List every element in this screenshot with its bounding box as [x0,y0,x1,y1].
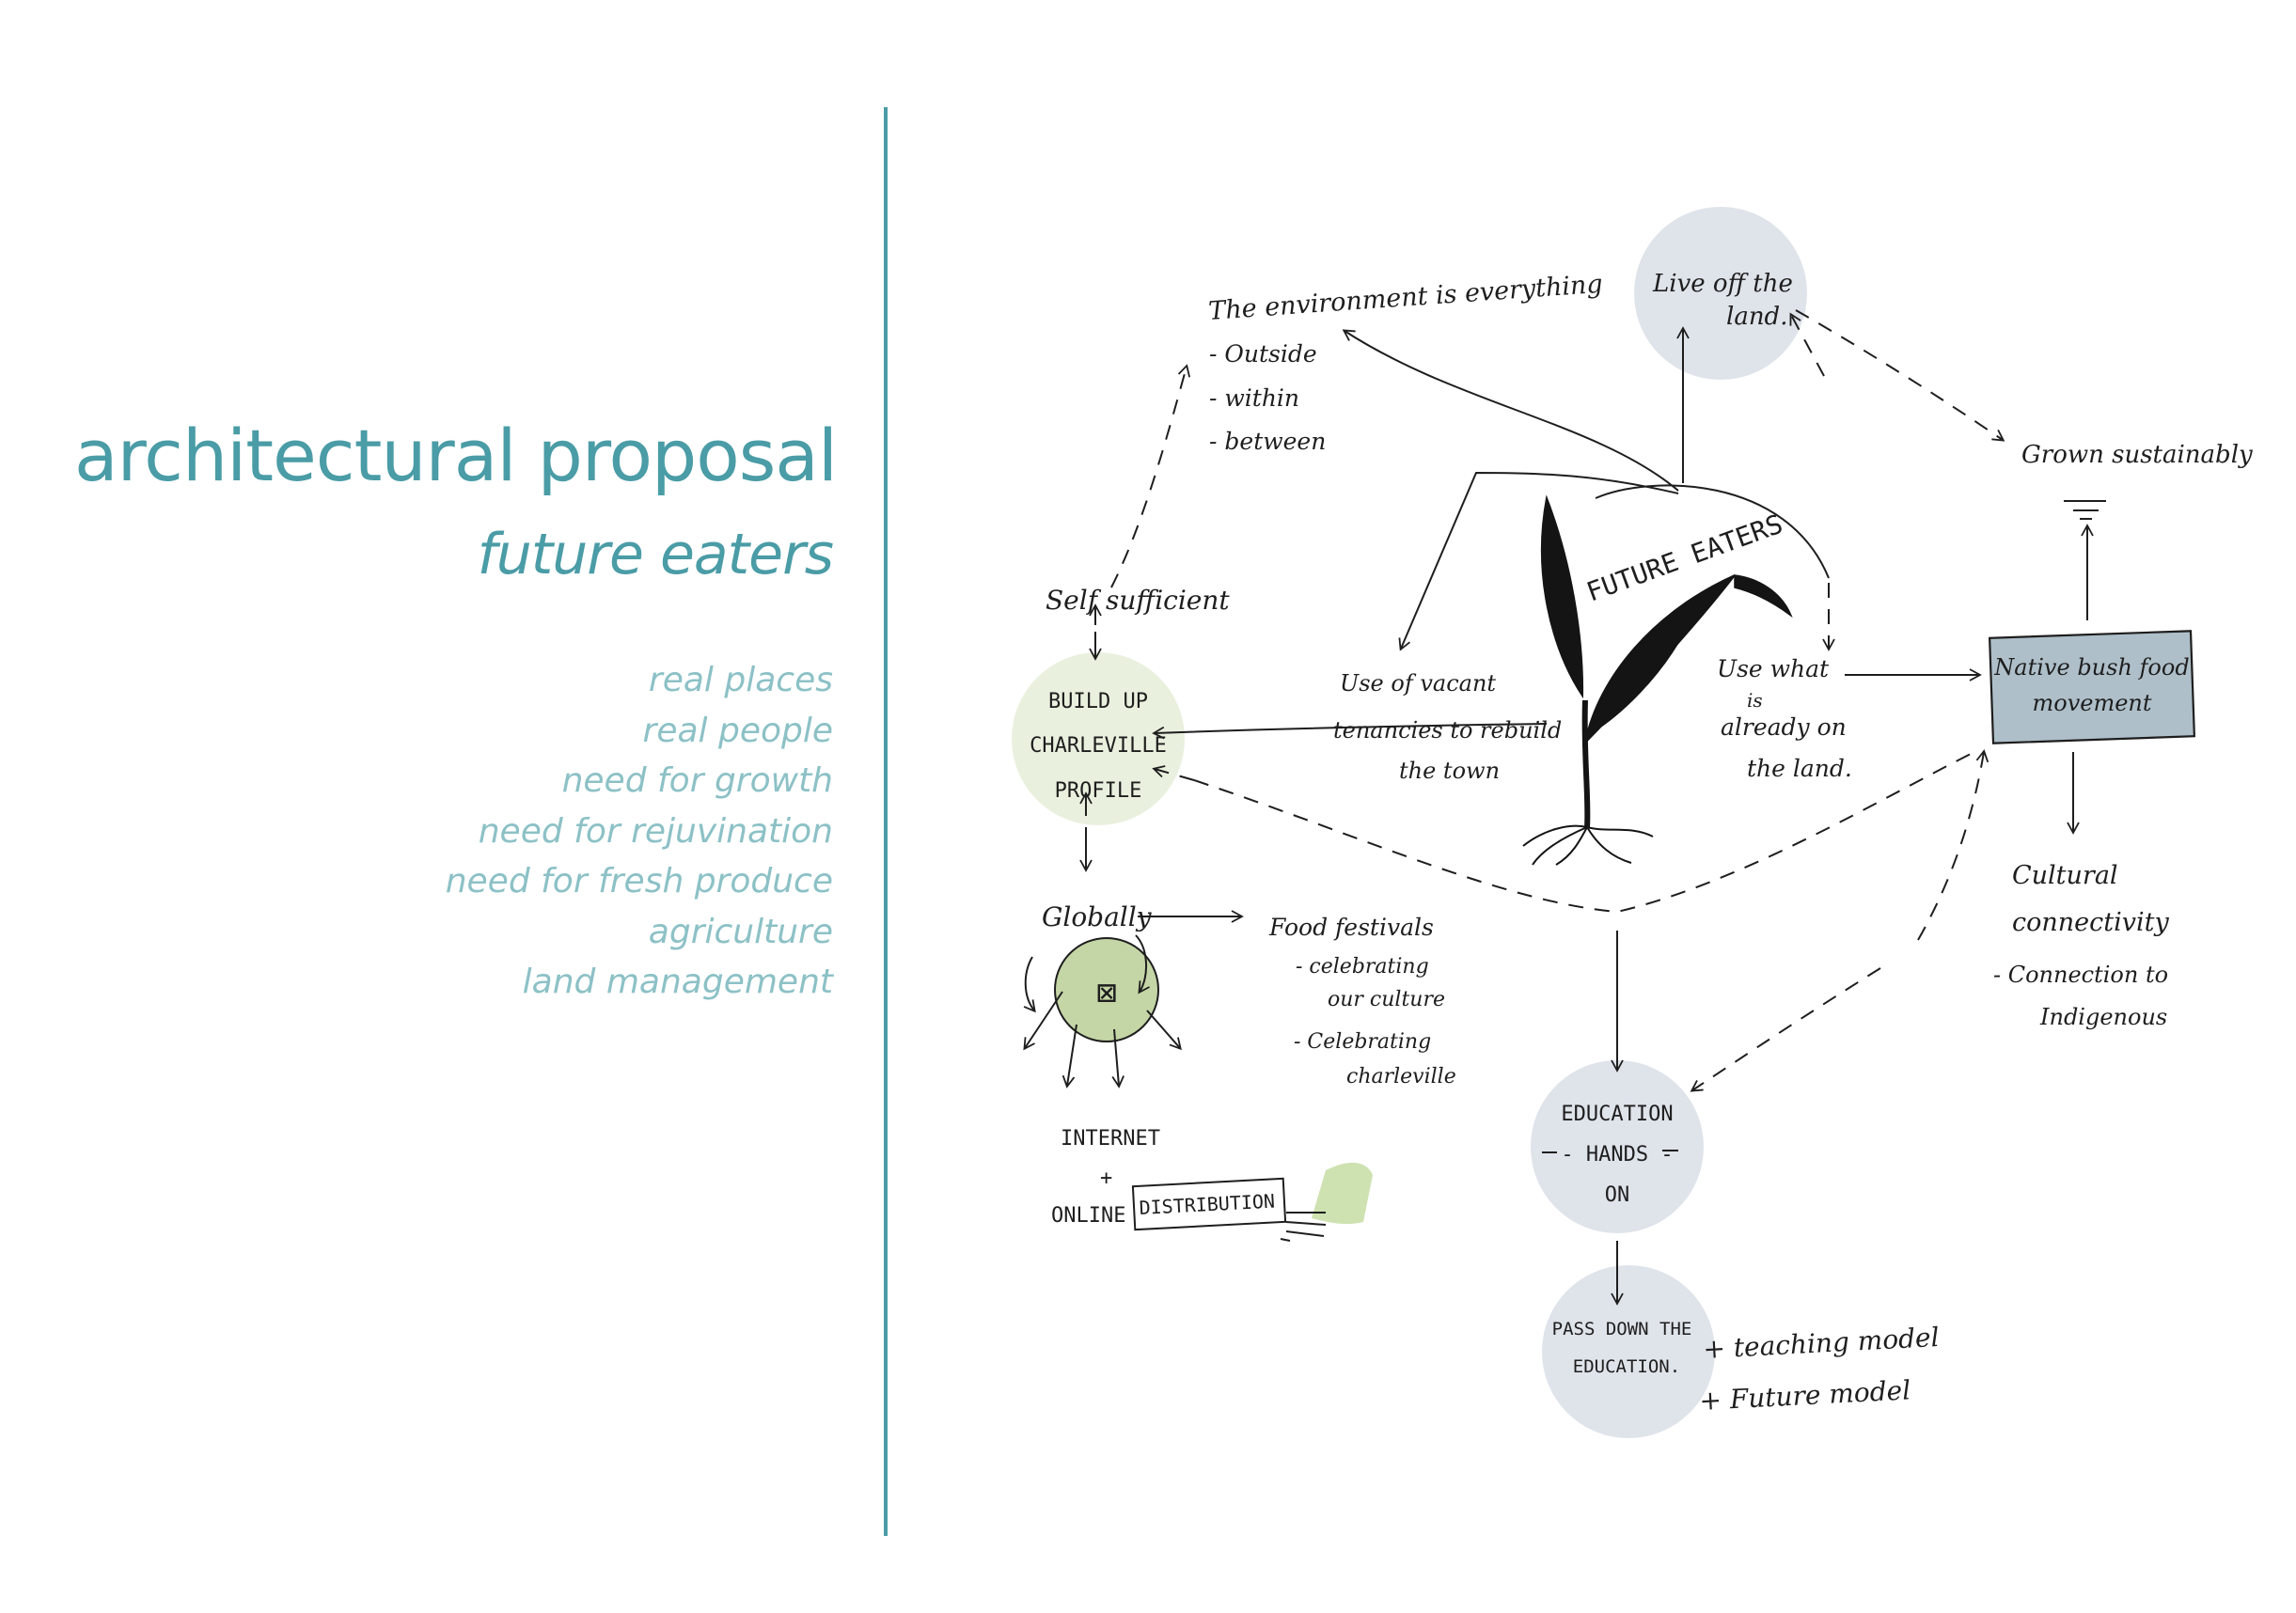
concept-diagram-svg: ⊠ Live off the land. The environment is … [1012,207,2253,1438]
distribution-label: DISTRIBUTION [1139,1189,1276,1219]
environment-item: - within [1209,384,1299,412]
keyword-item: need for growth [561,761,833,800]
build-up-label: BUILD UP [1048,690,1148,713]
use-what-label: the land. [1747,755,1852,782]
model-label: + teaching model [1703,1322,1941,1365]
distribution-box [1131,1177,1287,1231]
keyword-item: need for fresh produce [445,862,833,900]
food-festivals-label: charleville [1346,1065,1456,1088]
cultural-label: Cultural [2012,861,2118,890]
native-bush-food-label: movement [2032,690,2151,716]
build-up-label: PROFILE [1055,779,1142,803]
highlight-swash [1312,1162,1373,1225]
cultural-label: - Connection to [1993,962,2168,988]
environment-item: - Outside [1209,340,1317,368]
environment-title: The environment is everything [1207,270,1603,326]
keyword-item: need for rejuvination [478,811,833,851]
keyword-item: land management [522,963,833,1001]
vertical-divider [884,107,888,1536]
keyword-item: real places [648,661,833,699]
page-subtitle: future eaters [477,522,834,587]
education-label: ON [1605,1183,1630,1207]
use-what-label: Use what [1717,655,1830,682]
page-title: architectural proposal [74,414,838,497]
internet-label: ONLINE [1051,1204,1125,1228]
keyword-item: real people [642,711,833,750]
use-vacant-label: Use of vacant [1340,670,1496,697]
title-panel: architectural proposal future eaters rea… [0,0,838,1613]
solid-connectors [1023,326,2106,1306]
pass-down-label: PASS DOWN THE [1552,1319,1692,1339]
environment-item: - between [1209,428,1326,455]
globe-circle [1054,937,1159,1042]
education-label: - HANDS - [1561,1143,1673,1167]
pass-down-label: EDUCATION. [1573,1356,1680,1377]
cultural-label: Indigenous [2039,1004,2167,1030]
use-what-label: already on [1721,713,1847,741]
food-festivals-label: - Celebrating [1294,1030,1431,1054]
food-festivals-label: Food festivals [1268,914,1434,941]
live-off-land-label: Live off the [1652,270,1793,298]
circle-build-up [1012,652,1185,825]
use-vacant-label: tenancies to rebuild [1333,717,1562,744]
globe-x-icon: ⊠ [1096,974,1117,1012]
globally-label: Globally [1042,901,1153,932]
use-vacant-label: the town [1399,758,1500,784]
circle-education [1531,1060,1704,1233]
cultural-label: connectivity [2012,908,2169,937]
plant-sketch-icon [1522,494,1793,866]
concept-diagram: ⊠ Live off the land. The environment is … [940,160,2257,1476]
live-off-land-label: land. [1726,303,1787,331]
food-festivals-label: - celebrating [1296,955,1429,979]
build-up-label: CHARLEVILLE [1030,734,1167,758]
dashed-connectors [1110,309,2005,1092]
food-festivals-label: our culture [1328,988,1445,1011]
internet-label: INTERNET [1061,1127,1160,1151]
use-what-label: is [1747,689,1763,712]
self-sufficient-label: Self sufficient [1046,585,1230,616]
keyword-list: real places real people need for growth … [446,655,833,1008]
model-label: + Future model [1699,1374,1911,1417]
education-label: EDUCATION [1561,1103,1673,1126]
arc-future-eaters [1595,484,1830,579]
circle-pass-down [1542,1265,1715,1438]
native-bush-food-label: Native bush food [1993,654,2189,681]
keyword-item: agriculture [648,912,833,951]
box-native-bush-food [1988,630,2196,744]
grown-sustainably-label: Grown sustainably [2021,441,2253,469]
internet-label: + [1100,1167,1112,1190]
